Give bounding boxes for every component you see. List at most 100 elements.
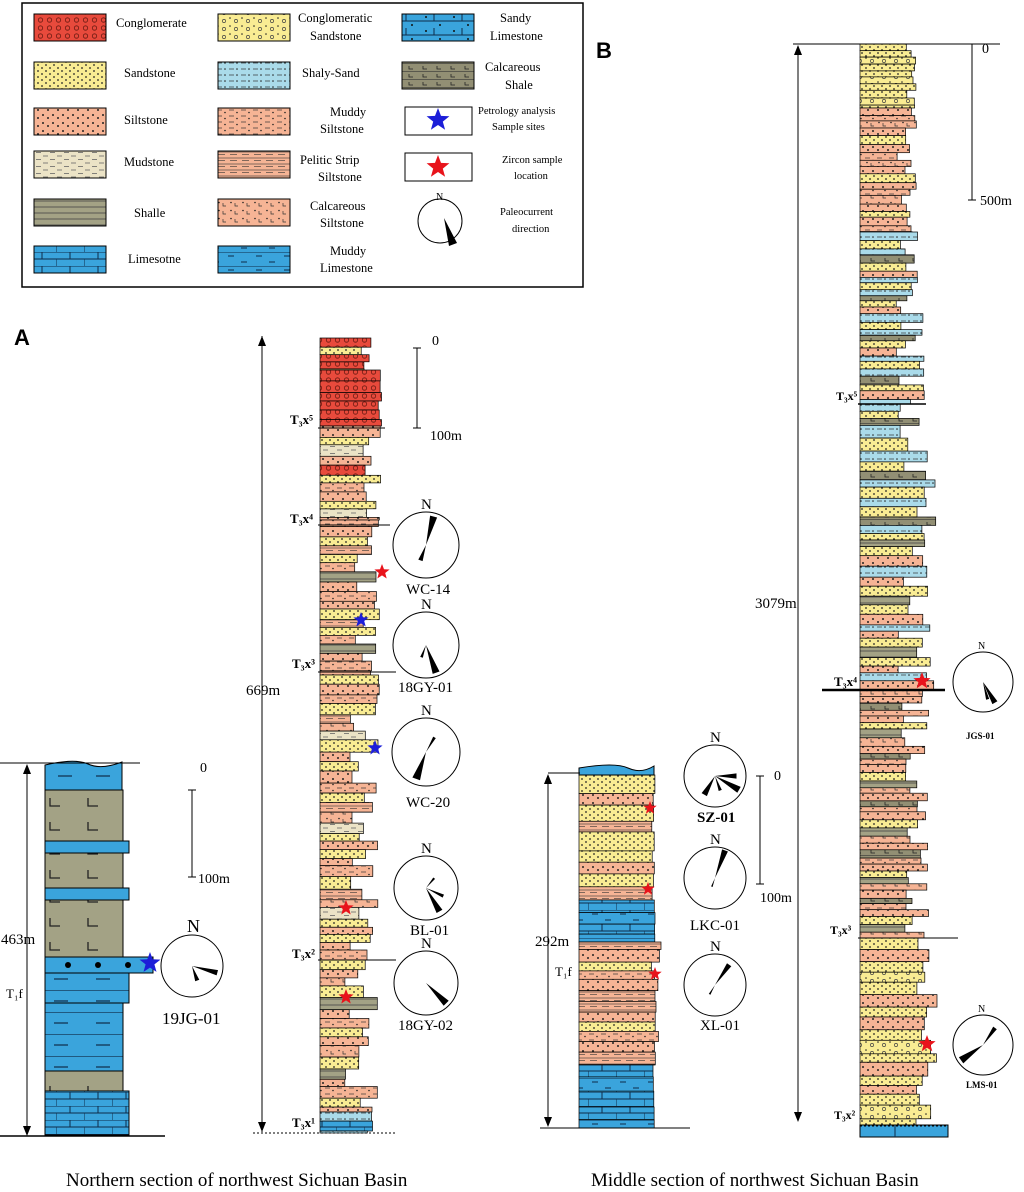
legend-label-calc-silt-2: Siltstone [320,216,364,230]
bed-sandstone [859,384,924,392]
red-star-jgs-01 [913,672,931,689]
bed-pelitic-siltstone [578,990,656,1002]
legend-label-petrology-2: Sample sites [492,122,545,133]
bed-sandstone [859,819,918,829]
rose-wc-20: N [391,703,461,787]
bed-sandstone [578,831,655,852]
bed-muddy-siltstone [859,225,912,232]
wc-member-x4: T₃x⁴ [290,511,313,526]
red-star-lms-01 [918,1035,936,1052]
bed-calc-siltstone [859,195,902,205]
bed-siltstone [859,107,912,116]
bed-siltstone [859,842,928,851]
rose-label-18gy-01: 18GY-01 [398,680,453,696]
bed-shaly-sand [859,403,901,412]
bed-muddy-siltstone [319,591,377,602]
red-star-lkc-01 [641,882,655,895]
bed-sandstone [859,173,916,184]
caption-middle: Middle section of northwest Sichuan Basi… [591,1170,919,1191]
bed-siltstone [319,455,372,466]
legend-swatch-conglomerate [33,13,107,42]
rose-north-label: N [978,1004,985,1015]
bed-siltstone [859,270,918,278]
rose-petal [958,1045,983,1064]
legend-label-shaly-sand: Shaly-Sand [302,66,360,80]
bed-siltstone [319,491,367,502]
bed-sandstone [319,346,362,356]
big-column [859,43,938,1126]
bed-sandstone [859,211,911,218]
bed-muddy-siltstone [578,970,655,980]
bed-conglomerate [319,369,381,382]
bed-shale [859,924,906,933]
rose-petal [418,545,426,562]
bed-shaly-sand [859,425,901,439]
bed-calc-siltstone [859,787,911,794]
bed-sandstone [578,804,654,822]
bed-sandstone [319,761,359,772]
jg-thickness: 463m [1,932,36,948]
bed-calc-shale [859,702,903,711]
legend-label-cong-sandstone-2: Sandstone [310,29,362,43]
rose-label-jgs-01: JGS-01 [966,731,995,741]
rose-north-label: N [421,703,432,719]
rose-petal [983,682,998,705]
bed-mudstone [319,508,367,518]
bed-sandstone [319,474,381,484]
wc-thickness: 669m [246,683,281,699]
big-scale-bottom: 500m [980,194,1012,209]
bed-siltstone [859,994,938,1008]
rose-north-label: N [710,730,721,746]
bed-sandstone [859,83,917,91]
bed-muddy-limestone [578,912,656,925]
bed-sandstone [859,1006,927,1018]
bed-sandstone [859,546,913,557]
legend-label-cong-sandstone-1: Conglomeratic [298,11,373,25]
bed-siltstone [319,581,358,592]
bed-pelitic-siltstone [319,714,351,724]
bed-shale [859,780,918,789]
bed-muddy-siltstone [859,806,918,813]
legend-label-muddy-silt-2: Siltstone [320,122,364,136]
rose-18gy-01: N [392,597,460,679]
bed-shale [319,571,377,583]
bed-siltstone [319,969,359,979]
bed-siltstone [319,840,378,851]
bed-sandstone [859,300,897,308]
legend-label-muddy-lime-2: Limestone [320,261,373,275]
bed-sandstone [859,43,907,52]
bed-muddy-siltstone [319,782,377,794]
rose-petal [983,682,990,700]
bed-calc-shale [859,470,926,481]
rose-petal [715,849,728,878]
wc-member-x3: T₃x³ [292,656,315,671]
red-star-bl-01 [338,900,354,915]
bed-sandstone [859,961,924,973]
rose-petal [412,752,426,781]
bed-siltstone [859,1061,929,1077]
bed-muddy-siltstone [319,482,365,493]
bed-shaly-sand [859,479,936,488]
rose-lms-01: N [952,1004,1014,1076]
rose-petal [426,888,443,913]
rose-petal [715,773,737,779]
bed-sandstone [859,772,906,782]
bed-siltstone [859,576,904,587]
bed-mudstone [319,444,364,457]
bed-sandstone [319,1056,360,1070]
bed-siltstone [319,770,353,784]
bed-calc-shale [859,516,937,526]
bed-siltstone [859,630,899,639]
bed-sandstone [578,774,656,794]
legend-label-petrology-1: Petrology analysis [478,106,555,117]
bed-shaly-sand [319,1111,372,1122]
bed-sandstone [859,262,907,272]
bed-conglomerate [319,354,370,363]
legend-label-limestone: Limesotne [128,252,181,266]
bed-calc-siltstone [319,811,353,824]
legend-swatch-shale [33,198,107,227]
legend-red-star [426,155,450,177]
rose-wc-14: N [392,497,460,579]
bed-siltstone [859,745,926,754]
section-big: 3079m 0 500m T₃x⁵ T₃x⁴ T₃x³ T₃x² [755,42,1012,1138]
